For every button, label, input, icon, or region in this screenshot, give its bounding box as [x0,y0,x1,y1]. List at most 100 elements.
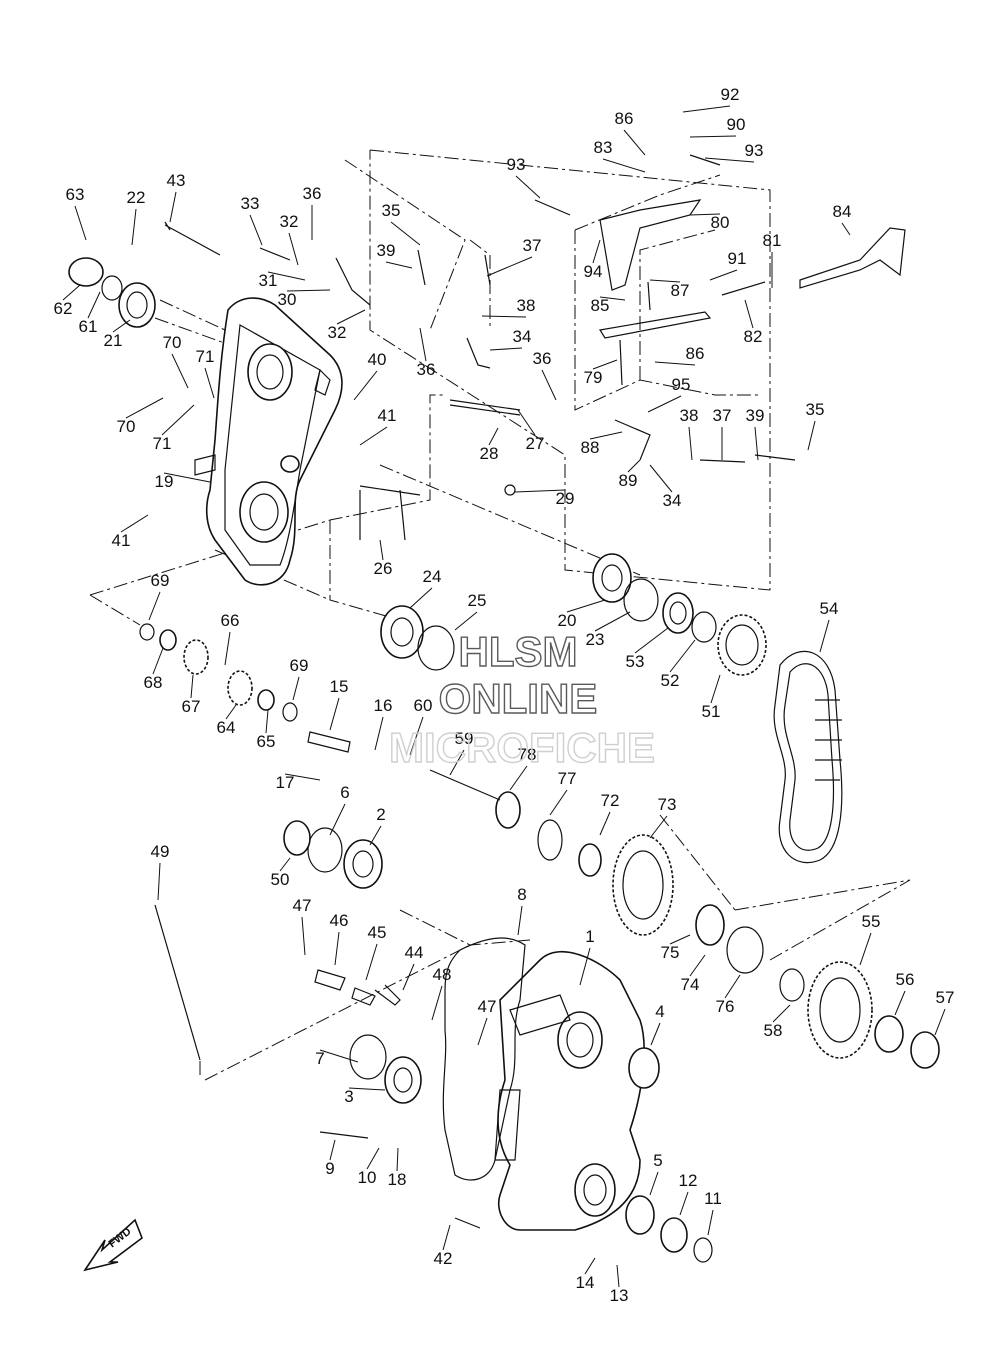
part-number-callout: 92 [721,85,740,104]
part-number-callout: 31 [259,271,278,290]
callout-leader [329,1139,336,1161]
callout-leaders [62,105,946,1288]
part-number-callout: 11 [704,1189,722,1208]
callout-leader [279,857,291,872]
part-number-callout: 83 [594,138,613,157]
part-number-callout: 46 [330,911,349,930]
part-number-callout: 44 [405,943,424,962]
part-number-callout: 43 [167,171,186,190]
callout-leader [161,404,195,436]
part-number-callout: 7 [315,1049,324,1068]
watermark: HLSM ONLINE MICROFICHE [388,627,655,771]
callout-leader [934,1008,946,1036]
callout-leader [566,599,606,613]
part-number-callout: 1 [585,927,594,946]
callout-leader [549,789,568,816]
part-number-callout: 18 [388,1170,407,1189]
callout-leader [120,514,149,533]
part-number-callout: 48 [433,965,452,984]
callout-leader [689,135,737,138]
part-number-callout: 32 [280,212,299,231]
part-number-callout: 69 [151,571,170,590]
part-number-callout: 37 [523,236,542,255]
part-number-callout: 81 [763,231,782,250]
part-number-callout: 47 [293,896,312,915]
callout-leader [385,261,413,269]
part-number-callout: 58 [764,1021,783,1040]
callout-leader [650,1022,661,1046]
gears-drawing [183,614,873,1059]
callout-leader [284,773,321,781]
callout-leader [486,256,533,277]
callout-leader [365,943,378,981]
callout-leader [359,426,388,446]
part-number-callout: 78 [518,745,537,764]
watermark-line-3: MICROFICHE [389,724,655,771]
callout-leader [584,1257,596,1275]
callout-leader [649,279,681,283]
part-number-callout: 13 [610,1286,629,1305]
part-number-callout: 72 [601,791,620,810]
callout-leader [649,815,668,839]
callout-leader [515,175,541,199]
part-number-callout: 61 [79,317,98,336]
part-number-callout: 67 [182,697,201,716]
part-number-callout: 84 [833,202,852,221]
part-number-callout: 8 [517,885,526,904]
part-number-callout: 12 [679,1171,698,1190]
callout-leader [541,369,557,401]
callout-leader [589,431,623,440]
callout-leader [329,697,340,731]
callout-leader [481,315,527,318]
part-number-callout: 86 [686,344,705,363]
part-number-callout: 77 [558,769,577,788]
part-number-callout: 45 [368,923,387,942]
callout-leader [152,647,164,675]
callout-leader [419,327,427,362]
part-number-callout: 4 [655,1002,664,1021]
callout-leader [688,426,693,461]
callout-leader [807,420,816,451]
callout-leader [366,1147,380,1170]
part-number-callout: 10 [358,1168,377,1187]
part-number-callout: 57 [936,988,955,1007]
callout-leader [894,990,906,1016]
part-number-callout: 93 [745,141,764,160]
part-number-callout: 85 [591,296,610,315]
callout-leader [679,1191,689,1216]
callout-leader [704,157,755,163]
part-number-callout: 38 [517,296,536,315]
part-number-callout: 71 [196,347,215,366]
callout-leader [647,395,682,413]
callout-leader [409,587,433,609]
part-number-callout: 54 [820,599,839,618]
part-number-callout: 50 [271,870,290,889]
callout-leader [841,222,851,236]
part-number-callout: 41 [112,531,131,550]
part-number-callout: 73 [658,795,677,814]
callout-leader [319,1049,359,1063]
part-number-callout: 91 [728,249,747,268]
callout-leader [449,749,465,776]
callout-leader [190,674,194,699]
part-number-callout: 70 [163,333,182,352]
callout-leader [353,370,378,401]
part-number-callout: 36 [533,349,552,368]
callout-leader [772,1004,791,1023]
part-number-callout: 53 [626,652,645,671]
part-number-callout: 66 [221,611,240,630]
callout-leader [74,205,87,241]
part-number-callout: 15 [330,677,349,696]
callout-leader [579,947,591,986]
part-number-callout: 62 [54,299,73,318]
part-number-callout: 20 [558,611,577,630]
part-number-callout: 23 [586,630,605,649]
part-number-callout: 42 [434,1249,453,1268]
callout-leader [517,409,536,436]
callout-leader [112,319,131,333]
callout-leader [301,916,306,956]
callout-leader [409,716,424,756]
cover-drawing [194,297,343,586]
part-number-callout: 65 [257,732,276,751]
part-number-callout: 56 [896,970,915,989]
